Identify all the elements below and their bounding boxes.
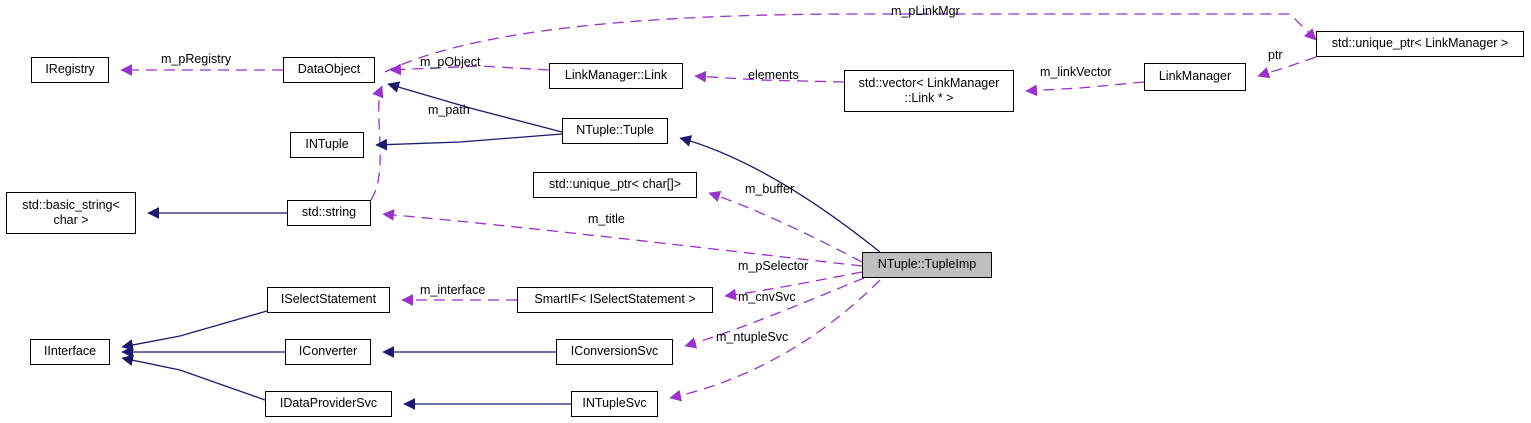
- node-iinterface[interactable]: IInterface: [30, 339, 110, 365]
- edge-elements: [694, 70, 845, 83]
- edge-m-title: [382, 209, 863, 267]
- node-ntuple-tuple[interactable]: NTuple::Tuple: [562, 118, 668, 144]
- edge-inh-idataprovidersvc-iinterface: [121, 354, 266, 401]
- node-iselectstatement[interactable]: ISelectStatement: [267, 287, 390, 313]
- edge-inh-tupleimp-ntupletuple: [679, 135, 881, 253]
- edge-label-m-plinkmgr: m_pLinkMgr: [891, 4, 960, 18]
- edge-label-m-pselector: m_pSelector: [738, 259, 809, 273]
- edge-ptr: [1257, 56, 1317, 79]
- node-ntuple-tupleimp[interactable]: NTuple::TupleImp: [862, 252, 992, 278]
- node-iconverter[interactable]: IConverter: [285, 339, 371, 365]
- node-std-string[interactable]: std::string: [287, 200, 371, 226]
- edge-label-m-buffer: m_buffer: [745, 182, 795, 196]
- edge-m-ntupleSvc: [669, 279, 881, 402]
- edge-label-m-path: m_path: [428, 103, 470, 117]
- edge-label-m-interface: m_interface: [420, 283, 486, 297]
- node-intuple[interactable]: INTuple: [290, 132, 364, 158]
- edge-label-m-linkvector: m_linkVector: [1040, 65, 1112, 79]
- node-std-basic-string-char[interactable]: std::basic_string< char >: [6, 192, 136, 234]
- edge-m-buffer: [708, 190, 863, 263]
- node-smartif-iselectstatement[interactable]: SmartIF< ISelectStatement >: [517, 287, 713, 313]
- node-iregistry[interactable]: IRegistry: [31, 57, 109, 83]
- edge-m-pObject: [389, 63, 550, 76]
- node-std-vector-linkmanager-link[interactable]: std::vector< LinkManager ::Link * >: [844, 70, 1014, 112]
- edge-label-ptr: ptr: [1268, 48, 1283, 62]
- node-idataprovidersvc[interactable]: IDataProviderSvc: [265, 391, 392, 417]
- edge-inh-iselectstatement-iinterface: [121, 310, 268, 351]
- node-dataobject[interactable]: DataObject: [283, 57, 375, 83]
- edge-inh-ntupletuple-intuple: [375, 133, 563, 151]
- node-iconversionsvc[interactable]: IConversionSvc: [556, 339, 673, 365]
- edge-m-cnvSvc: [684, 277, 865, 349]
- edge-label-m-ntuplesvc: m_ntupleSvc: [716, 330, 789, 344]
- edge-label-m-cnvsvc: m_cnvSvc: [738, 290, 796, 304]
- edge-m-linkVector: [1025, 81, 1145, 97]
- node-std-unique-ptr-char-array[interactable]: std::unique_ptr< char[]>: [533, 172, 697, 198]
- node-linkmanager-link[interactable]: LinkManager::Link: [549, 63, 683, 89]
- node-intuplesvc[interactable]: INTupleSvc: [571, 391, 658, 417]
- edge-m-pLinkMgr: [384, 13, 1317, 73]
- edge-label-elements: elements: [748, 68, 799, 82]
- node-std-unique-ptr-linkmanager[interactable]: std::unique_ptr< LinkManager >: [1316, 31, 1524, 57]
- node-linkmanager[interactable]: LinkManager: [1144, 63, 1246, 91]
- edge-label-m-title: m_title: [588, 212, 625, 226]
- edge-label-m-pobject: m_pObject: [420, 55, 481, 69]
- edge-inh-ntupletuple-dataobject: [387, 81, 563, 133]
- edge-label-m-pregistry: m_pRegistry: [161, 52, 232, 66]
- edge-m-path: [370, 85, 384, 201]
